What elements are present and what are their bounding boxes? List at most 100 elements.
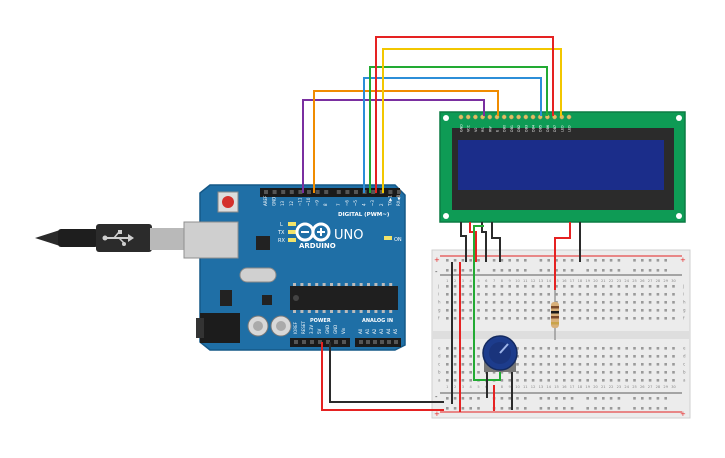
- power-pin[interactable]: [334, 340, 338, 344]
- breadboard-hole[interactable]: [563, 379, 566, 382]
- breadboard-hole[interactable]: [453, 301, 457, 304]
- breadboard-hole[interactable]: [625, 301, 628, 304]
- breadboard-hole[interactable]: [617, 379, 621, 382]
- breadboard-hole[interactable]: [656, 301, 660, 304]
- wire-5v[interactable]: [321, 342, 444, 411]
- breadboard-hole[interactable]: [516, 347, 519, 350]
- breadboard-hole[interactable]: [524, 293, 527, 296]
- breadboard-hole[interactable]: [672, 347, 675, 350]
- resistor[interactable]: [551, 290, 559, 340]
- breadboard-hole[interactable]: [625, 363, 628, 366]
- breadboard-hole[interactable]: [641, 379, 644, 382]
- breadboard-hole[interactable]: [594, 363, 597, 366]
- breadboard-hole[interactable]: [555, 293, 558, 296]
- breadboard-hole[interactable]: [594, 355, 597, 358]
- breadboard-hole[interactable]: [594, 309, 597, 312]
- breadboard-hole[interactable]: [602, 317, 605, 320]
- breadboard-hole[interactable]: [656, 309, 660, 312]
- breadboard-hole[interactable]: [547, 363, 550, 366]
- breadboard-hole[interactable]: [469, 379, 472, 382]
- breadboard-hole[interactable]: [609, 301, 613, 304]
- breadboard-hole[interactable]: [633, 363, 636, 366]
- breadboard-hole[interactable]: [586, 301, 589, 304]
- lcd-pin[interactable]: [458, 114, 464, 120]
- breadboard-hole[interactable]: [547, 309, 550, 312]
- wire-yellow[interactable]: [382, 48, 562, 193]
- digital-pin[interactable]: [336, 190, 341, 194]
- breadboard-hole[interactable]: [539, 317, 543, 320]
- breadboard-hole[interactable]: [602, 309, 605, 312]
- breadboard-hole[interactable]: [563, 301, 566, 304]
- breadboard-hole[interactable]: [578, 355, 582, 358]
- breadboard-hole[interactable]: [609, 347, 613, 350]
- breadboard-hole[interactable]: [531, 317, 535, 320]
- power-pin[interactable]: [310, 340, 314, 344]
- breadboard-hole[interactable]: [555, 379, 558, 382]
- breadboard-hole[interactable]: [453, 309, 457, 312]
- breadboard-hole[interactable]: [492, 301, 496, 304]
- lcd-pin[interactable]: [487, 114, 493, 120]
- wire-pot-green[interactable]: [473, 225, 501, 381]
- breadboard-hole[interactable]: [594, 347, 597, 350]
- breadboard-hole[interactable]: [469, 355, 472, 358]
- breadboard-hole[interactable]: [461, 301, 465, 304]
- digital-pin[interactable]: [264, 190, 268, 194]
- breadboard-hole[interactable]: [570, 371, 574, 374]
- breadboard-hole[interactable]: [633, 285, 636, 288]
- breadboard-hole[interactable]: [672, 309, 675, 312]
- breadboard-hole[interactable]: [547, 317, 550, 320]
- breadboard-hole[interactable]: [664, 309, 667, 312]
- breadboard-hole[interactable]: [617, 309, 621, 312]
- breadboard-hole[interactable]: [531, 355, 535, 358]
- breadboard-hole[interactable]: [570, 309, 574, 312]
- lcd-pin[interactable]: [508, 114, 514, 120]
- power-pin[interactable]: [342, 340, 346, 344]
- breadboard-hole[interactable]: [633, 355, 636, 358]
- breadboard-hole[interactable]: [508, 379, 511, 382]
- breadboard-hole[interactable]: [461, 293, 465, 296]
- breadboard-hole[interactable]: [539, 309, 543, 312]
- breadboard-hole[interactable]: [469, 363, 472, 366]
- digital-pin[interactable]: [345, 190, 350, 194]
- breadboard-hole[interactable]: [648, 363, 652, 366]
- breadboard-hole[interactable]: [563, 285, 566, 288]
- digital-pin[interactable]: [281, 190, 286, 194]
- digital-pin[interactable]: [379, 190, 384, 194]
- lcd-pin[interactable]: [530, 114, 536, 120]
- breadboard-hole[interactable]: [648, 347, 652, 350]
- breadboard-hole[interactable]: [656, 293, 660, 296]
- breadboard-hole[interactable]: [617, 293, 621, 296]
- breadboard-hole[interactable]: [469, 317, 472, 320]
- digital-pin[interactable]: [298, 190, 303, 194]
- breadboard-hole[interactable]: [570, 355, 574, 358]
- breadboard-hole[interactable]: [508, 293, 511, 296]
- breadboard-hole[interactable]: [539, 379, 543, 382]
- breadboard-hole[interactable]: [602, 363, 605, 366]
- lcd-pin[interactable]: [566, 114, 572, 120]
- reset-button[interactable]: [222, 196, 234, 208]
- breadboard-hole[interactable]: [446, 309, 449, 312]
- breadboard-hole[interactable]: [477, 317, 480, 320]
- lcd-pin[interactable]: [465, 114, 471, 120]
- breadboard-hole[interactable]: [477, 371, 480, 374]
- breadboard-hole[interactable]: [555, 355, 558, 358]
- breadboard-hole[interactable]: [446, 379, 449, 382]
- analog-pin[interactable]: [366, 340, 370, 344]
- breadboard-hole[interactable]: [563, 309, 566, 312]
- breadboard-hole[interactable]: [453, 371, 457, 374]
- breadboard-hole[interactable]: [648, 355, 652, 358]
- breadboard-hole[interactable]: [469, 371, 472, 374]
- wire-gnd[interactable]: [329, 342, 444, 403]
- breadboard-hole[interactable]: [586, 363, 589, 366]
- breadboard-hole[interactable]: [664, 363, 667, 366]
- breadboard-hole[interactable]: [570, 347, 574, 350]
- breadboard-hole[interactable]: [648, 301, 652, 304]
- breadboard-hole[interactable]: [633, 293, 636, 296]
- breadboard-hole[interactable]: [547, 285, 550, 288]
- wire-lcd-led-plus[interactable]: [554, 222, 571, 290]
- breadboard-hole[interactable]: [664, 285, 667, 288]
- breadboard-hole[interactable]: [500, 301, 504, 304]
- breadboard-hole[interactable]: [578, 301, 582, 304]
- breadboard-hole[interactable]: [609, 363, 613, 366]
- breadboard-hole[interactable]: [602, 285, 605, 288]
